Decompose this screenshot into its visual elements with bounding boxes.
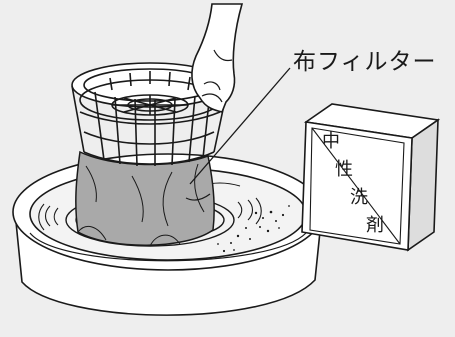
detergent-char-1: 中	[322, 131, 340, 152]
dirt-particles	[217, 205, 290, 253]
detergent-char-3: 洗	[350, 187, 368, 208]
hand	[191, 3, 244, 113]
cloth-filter-label: 布フィルター	[293, 49, 437, 75]
detergent-char-2: 性	[335, 159, 353, 180]
detergent-char-4: 剤	[366, 215, 384, 236]
cloth-filter	[75, 150, 215, 247]
callout-leader-line	[189, 67, 291, 185]
detergent-box	[301, 103, 441, 252]
